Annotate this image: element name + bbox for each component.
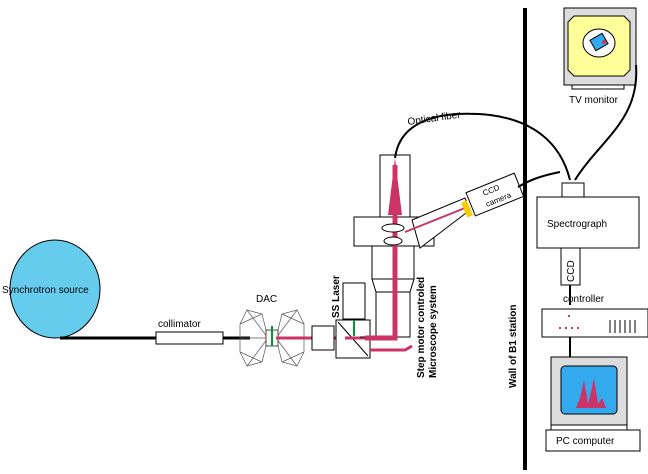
ss-laser [342,282,366,320]
tv-monitor [563,7,637,90]
ccd-yellow-marker [461,200,473,218]
objective-housing [311,325,335,351]
tv-monitor-label: TV monitor [569,95,619,106]
upper-laser-taper [388,158,402,215]
ccd-arm-beam [404,207,466,233]
step-motor-label-1: Step motor controled [416,277,427,378]
pc-computer-label-box [545,429,641,452]
controller [541,308,648,338]
ccd-camera [465,172,525,217]
pc-computer-label: PC computer [556,436,615,447]
spectrograph-label: Spectrograph [547,219,607,230]
pc-computer [550,356,628,431]
controller-slots [609,320,636,333]
dac-label: DAC [256,294,277,305]
controller-label: controller [563,294,605,305]
ss-laser-label: SS Laser [331,275,342,318]
wall-label: Wall of B1 station [508,304,519,388]
collimator [155,331,224,345]
controller-indicator-dots [559,315,579,329]
pc-spectrum-peaks [566,378,612,408]
elbow-laser-path [370,344,413,352]
synchrotron-source [9,239,101,339]
spectrograph-connector [561,182,585,198]
microscope-laser-path [365,165,398,341]
step-motor-label-2: Microscope system [428,285,439,378]
tv-monitor-cable [574,64,638,181]
synchrotron-source-label: Synchrotron source [2,285,89,296]
ccd-arm [411,197,471,249]
lens-middle [383,236,403,246]
ccd-label: CCD [566,260,577,282]
collimator-label: collimator [158,319,201,330]
spectrograph [536,196,640,249]
lens-top [381,223,405,233]
ccd-camera-cable [517,171,561,188]
optical-fiber-label: Optical fiber [407,110,462,128]
optical-fiber [394,112,571,181]
